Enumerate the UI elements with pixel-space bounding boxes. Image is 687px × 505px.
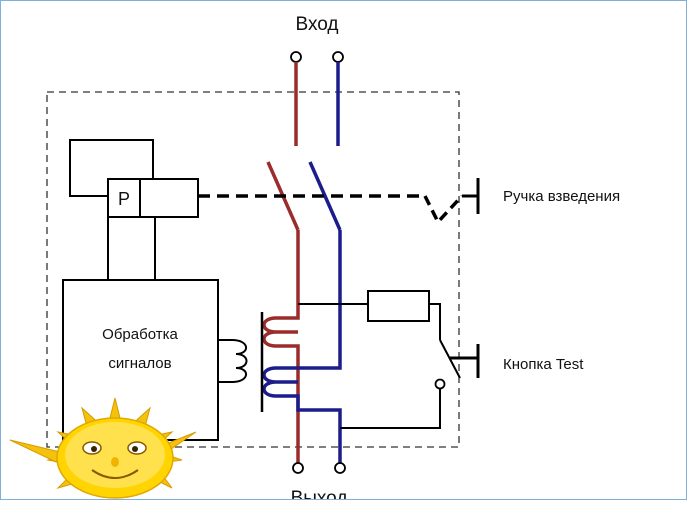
sun-mascot-icon	[9, 397, 197, 499]
output-terminal-neutral-icon	[334, 462, 346, 474]
input-terminal-phase-icon	[290, 51, 302, 63]
phase-wire-coil	[276, 230, 300, 320]
actuator-box	[139, 178, 199, 218]
neutral-wire-coil	[276, 230, 342, 370]
relay-box	[107, 178, 141, 218]
neutral-switch-blade	[308, 161, 342, 231]
test-switch-contact-icon	[434, 378, 446, 390]
processing-label-line1: Обработка	[102, 326, 178, 343]
output-label: Выход	[291, 488, 348, 500]
sun-mouth	[91, 469, 139, 479]
output-terminal-phase-icon	[292, 462, 304, 474]
input-label: Вход	[296, 14, 339, 35]
handle-latch	[423, 194, 464, 226]
relay-loop-wire	[69, 139, 154, 197]
input-terminal-neutral-icon	[332, 51, 344, 63]
test-resistor	[367, 290, 430, 322]
secondary-winding	[218, 339, 248, 383]
test-wire-bottom	[340, 389, 441, 429]
test-wire-right	[429, 303, 441, 340]
device-enclosure	[46, 91, 460, 448]
neutral-coil-turns	[262, 366, 342, 463]
processing-label-line2: сигналов	[108, 355, 171, 372]
relay-label: P	[118, 189, 130, 209]
phase-coil-turns	[262, 316, 300, 360]
cocking-handle-label: Ручка взведения	[503, 188, 620, 205]
test-button-label: Кнопка Test	[503, 356, 584, 373]
